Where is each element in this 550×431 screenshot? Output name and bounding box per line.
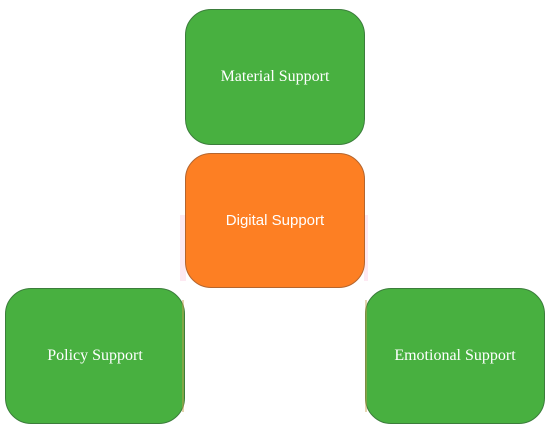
emotional-support-edge-artifact: [365, 300, 367, 412]
material-support-box: Material Support: [185, 9, 365, 145]
material-support-label: Material Support: [220, 68, 330, 85]
policy-support-edge-artifact: [182, 300, 184, 412]
digital-support-box: Digital Support: [185, 153, 365, 288]
digital-support-right-artifact: [364, 215, 368, 281]
emotional-support-label: Emotional Support: [394, 347, 516, 364]
digital-support-left-artifact: [180, 215, 186, 281]
policy-support-label: Policy Support: [47, 347, 143, 364]
emotional-support-box: Emotional Support: [365, 288, 545, 424]
digital-support-label: Digital Support: [225, 212, 325, 229]
policy-support-box: Policy Support: [5, 288, 185, 424]
